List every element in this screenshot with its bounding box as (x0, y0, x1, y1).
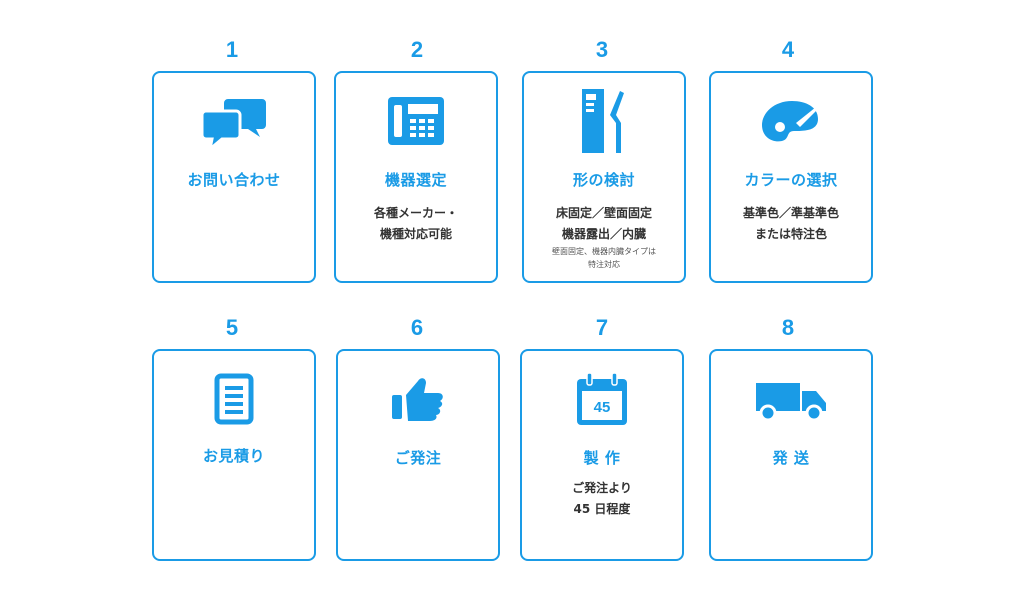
step-8-title: 発 送 (772, 449, 810, 467)
thumbs-up-icon (338, 375, 498, 423)
step-5-number: 5 (225, 315, 239, 340)
step-8-number: 8 (781, 315, 795, 340)
step-1-title: お問い合わせ (187, 171, 281, 189)
step-3-note-line-2: 特注対応 (588, 260, 620, 269)
step-3-desc-line-1: 床固定／壁面固定 (555, 206, 652, 220)
step-3-number: 3 (595, 37, 609, 62)
calendar-day-label: 45 (594, 399, 611, 416)
step-7-card: 45 製 作 ご発注より 45 日程度 (520, 349, 684, 561)
step-6-title: ご発注 (394, 449, 442, 467)
step-7-title: 製 作 (583, 449, 621, 467)
step-8-card: 発 送 (709, 349, 873, 561)
step-7-desc-line-1: ご発注より (572, 481, 632, 495)
phone-device-icon (336, 95, 496, 147)
chat-bubbles-icon (154, 95, 314, 151)
step-4-number: 4 (781, 37, 795, 62)
step-1-number: 1 (225, 37, 239, 62)
step-4-desc-line-1: 基準色／準基準色 (742, 206, 839, 220)
step-3-note-line-1: 壁面固定、機器内臓タイプは (552, 247, 656, 256)
step-2-number: 2 (410, 37, 424, 62)
step-7-desc-line-2: 45 日程度 (573, 502, 631, 516)
step-2-desc-line-2: 機種対応可能 (379, 227, 452, 241)
step-2-title: 機器選定 (384, 171, 447, 189)
step-3-card: 形の検討 床固定／壁面固定 機器露出／内臓 壁面固定、機器内臓タイプは 特注対応 (522, 71, 686, 283)
step-5-title: お見積り (202, 447, 265, 465)
step-3-desc-line-2: 機器露出／内臓 (561, 227, 646, 241)
step-7-number: 7 (595, 315, 609, 340)
delivery-truck-icon (711, 379, 871, 423)
step-2-desc-line-1: 各種メーカー・ (373, 206, 458, 220)
step-4-title: カラーの選択 (744, 171, 838, 189)
step-4-card: カラーの選択 基準色／準基準色 または特注色 (709, 71, 873, 283)
kiosk-stand-icon (524, 87, 684, 155)
calendar-icon: 45 (522, 371, 682, 427)
step-2-card: 機器選定 各種メーカー・ 機種対応可能 (334, 71, 498, 283)
step-4-desc-line-2: または特注色 (754, 227, 827, 241)
document-icon (154, 373, 314, 425)
paint-palette-icon (711, 97, 871, 145)
step-5-card: お見積り (152, 349, 316, 561)
step-1-card: お問い合わせ (152, 71, 316, 283)
step-6-number: 6 (410, 315, 424, 340)
step-3-title: 形の検討 (572, 171, 635, 189)
step-6-card: ご発注 (336, 349, 500, 561)
